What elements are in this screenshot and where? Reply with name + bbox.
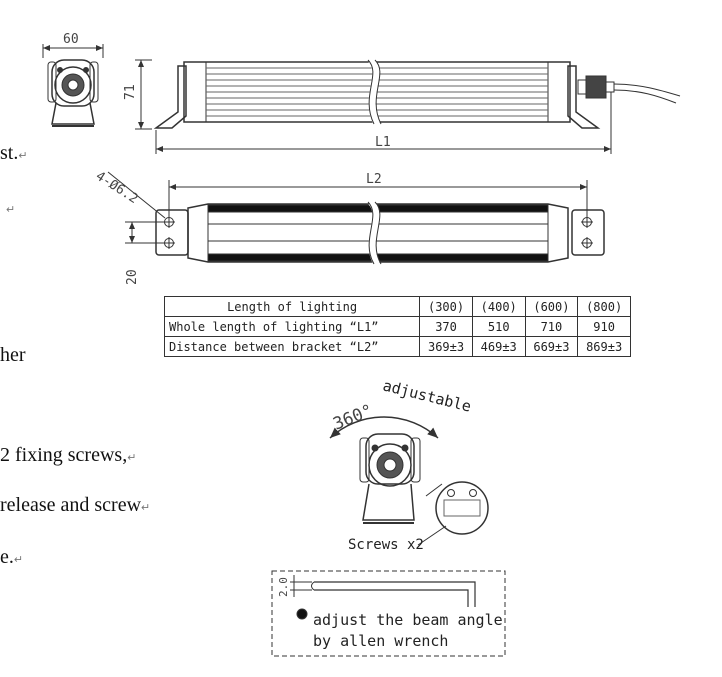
text-fragment: st.↵ (0, 142, 28, 164)
l2-dimension (168, 180, 588, 216)
height-label: 71 (123, 84, 138, 100)
wrench-note-line1: adjust the beam angle (313, 611, 503, 629)
text-fragment: 2 fixing screws,↵ (0, 444, 137, 466)
table-header-cell: (800) (577, 296, 631, 317)
spec-table: Length of lighting (300) (400) (600) (80… (163, 296, 631, 357)
row-label: Distance between bracket “L2” (163, 336, 421, 357)
screws-label: Screws x2 (348, 537, 424, 553)
angle-label: 360° (330, 401, 375, 435)
l1-dimension (155, 92, 612, 154)
table-cell: 510 (471, 316, 526, 337)
table-cell: 469±3 (471, 336, 526, 357)
offset-dimension (125, 221, 164, 244)
text-fragment: release and screw↵ (0, 494, 151, 516)
table-row: Distance between bracket “L2” 369±3 469±… (163, 336, 631, 357)
table-cell: 369±3 (419, 336, 473, 357)
table-header-cell: (600) (524, 296, 579, 317)
width-label: 60 (63, 32, 79, 47)
text-fragment: her (0, 344, 26, 366)
table-header-cell: (300) (419, 296, 473, 317)
table-header-row: Length of lighting (300) (400) (600) (80… (163, 296, 631, 317)
front-view-bar (153, 57, 681, 129)
wrench-note-line2: by allen wrench (313, 632, 449, 650)
side-view (42, 44, 104, 127)
top-view-bar (107, 171, 605, 266)
table-cell: 370 (419, 316, 473, 337)
text-fragment: ↵ (6, 204, 16, 216)
wrench-note (271, 570, 506, 657)
table-row: Whole length of lighting “L1” 370 510 71… (163, 316, 631, 337)
rotation-view (329, 416, 489, 546)
table-cell: 910 (577, 316, 631, 337)
wrench-dim-label: 2.0 (277, 577, 290, 597)
height-dimension (135, 59, 152, 130)
table-cell: 710 (524, 316, 579, 337)
l2-label: L2 (366, 172, 382, 187)
offset-label: 20 (125, 269, 140, 285)
table-header-cell: (400) (471, 296, 526, 317)
table-cell: 869±3 (577, 336, 631, 357)
text-fragment: e.↵ (0, 546, 24, 568)
table-cell: 669±3 (524, 336, 579, 357)
table-header-cell: Length of lighting (163, 296, 421, 317)
hole-label: 4-Ø6.2 (93, 169, 141, 207)
adjustable-label: adjustable (381, 376, 473, 415)
row-label: Whole length of lighting “L1” (163, 316, 421, 337)
l1-label: L1 (375, 135, 391, 150)
